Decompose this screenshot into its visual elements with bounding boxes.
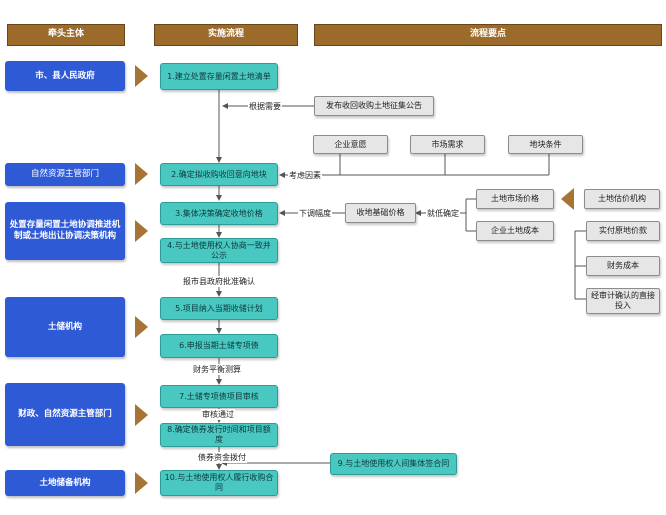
- arrow-right-icon: [135, 163, 148, 185]
- label-as-needed: 根据需要: [248, 101, 282, 112]
- org-coordination-mechanism: 处置存量闲置土地协调推进机制或土地出让协调决策机构: [5, 202, 125, 260]
- org-city-county-government: 市、县人民政府: [5, 61, 125, 91]
- label-financial-balance: 财务平衡测算: [192, 364, 242, 375]
- step-3: 3.集体决策确定收地价格: [160, 202, 278, 225]
- label-take-lower: 就低确定: [426, 208, 460, 219]
- note-audited-direct-investment: 经审计确认的直接投入: [586, 288, 660, 314]
- note-plot-conditions: 地块条件: [508, 135, 583, 154]
- note-market-demand: 市场需求: [410, 135, 485, 154]
- step-2: 2.确定拟收购收回意向地块: [160, 163, 278, 186]
- note-base-price: 收地基础价格: [345, 203, 416, 223]
- label-approved: 审核通过: [201, 409, 235, 420]
- step-5: 5.项目纳入当期收储计划: [160, 297, 278, 320]
- org-natural-resources-dept: 自然资源主管部门: [5, 163, 125, 186]
- note-appraisal-agency: 土地估价机构: [584, 189, 660, 209]
- arrow-left-icon: [561, 188, 574, 210]
- step-10: 10.与土地使用权人履行收购合同: [160, 470, 278, 496]
- note-paid-land-price: 实付原地价款: [586, 221, 660, 241]
- org-land-reserve-agency: 土储机构: [5, 297, 125, 357]
- note-land-market-price: 土地市场价格: [476, 189, 554, 209]
- step-1: 1.建立处置存量闲置土地清单: [160, 63, 278, 90]
- label-reduction: 下调幅度: [298, 208, 332, 219]
- step-8: 8.确定债券发行时间和项目额度: [160, 423, 278, 447]
- arrow-right-icon: [135, 472, 148, 494]
- step-7: 7.土储专项债项目审核: [160, 385, 278, 408]
- header-process: 实施流程: [154, 24, 298, 46]
- label-bond-funds: 债券资金拨付: [197, 452, 247, 463]
- arrow-right-icon: [135, 316, 148, 338]
- step-4: 4.与土地使用权人协商一致并公示: [160, 238, 278, 263]
- header-lead-entity: 牵头主体: [7, 24, 125, 46]
- note-announcement: 发布收回收购土地征集公告: [314, 96, 434, 116]
- note-enterprise-land-cost: 企业土地成本: [476, 221, 554, 241]
- step-6: 6.申报当期土储专项债: [160, 334, 278, 358]
- label-report-approval: 报市县政府批准确认: [182, 276, 256, 287]
- org-finance-natural-resources: 财政、自然资源主管部门: [5, 383, 125, 446]
- note-financial-cost: 财务成本: [586, 256, 660, 276]
- label-considerations: 考虑因素: [288, 170, 322, 181]
- arrow-right-icon: [135, 220, 148, 242]
- org-land-reserve-institution: 土地储备机构: [5, 470, 125, 496]
- step-9: 9.与土地使用权人间集体签合同: [330, 453, 457, 475]
- arrow-right-icon: [135, 65, 148, 87]
- header-key-points: 流程要点: [314, 24, 662, 46]
- note-enterprise-willingness: 企业意愿: [313, 135, 388, 154]
- arrow-right-icon: [135, 404, 148, 426]
